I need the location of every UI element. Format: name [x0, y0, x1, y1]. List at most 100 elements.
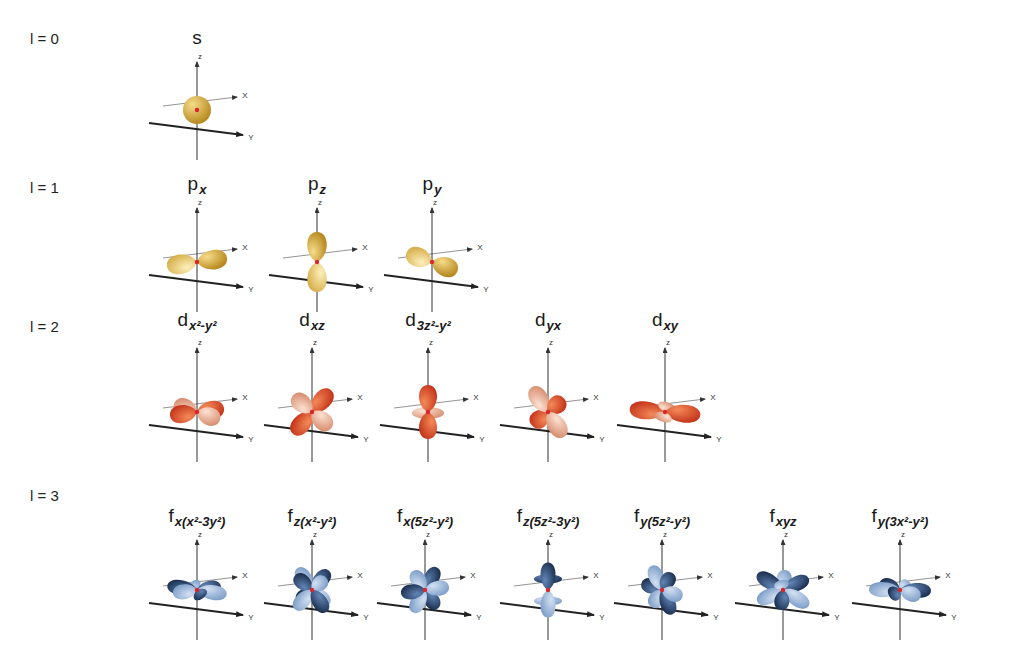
orbital-lobe	[194, 404, 223, 429]
axis-label: X	[593, 393, 598, 402]
y-axis	[149, 603, 243, 615]
orbital-subscript: x²-y²	[189, 318, 216, 333]
orbital-letter: f	[634, 505, 639, 527]
axis-label: z	[313, 338, 317, 347]
axis-label: X	[357, 393, 362, 402]
orbital-lobe	[287, 389, 318, 419]
orbital-title: s	[192, 27, 202, 49]
orbital-lobe	[773, 589, 790, 611]
axis-label: z	[901, 530, 905, 539]
nucleus-dot	[195, 588, 199, 592]
orbital-letter: s	[192, 27, 202, 49]
orbital-subscript: x(x²-3y²)	[175, 514, 226, 529]
axis-label: X	[242, 243, 247, 252]
quantum-number-label: l = 1	[30, 179, 59, 196]
orbital-title: dxz	[299, 309, 324, 331]
orbital-lobe	[653, 409, 673, 424]
y-axis	[264, 425, 358, 437]
orbital-letter: f	[872, 505, 877, 527]
y-axis	[264, 603, 358, 615]
orbital-lobe	[419, 385, 437, 412]
axis-label: X	[242, 571, 247, 580]
nucleus-dot	[430, 260, 434, 264]
axis-label: Y	[951, 613, 956, 622]
orbital-letter: d	[535, 309, 546, 331]
axis-label: X	[593, 571, 598, 580]
orbital-title: d3z²-y²	[405, 309, 451, 331]
axis-label: Y	[479, 435, 484, 444]
axis-label: z	[549, 338, 553, 347]
orbital-title: py	[423, 173, 442, 195]
orbital-subscript: z	[320, 182, 327, 197]
orbital-title: fy(5z²-y²)	[634, 505, 690, 527]
axis-label: z	[663, 530, 667, 539]
axis-label: X	[470, 571, 475, 580]
axis-label: Y	[713, 613, 718, 622]
axis-label: z	[198, 52, 202, 61]
axis-label: Y	[248, 613, 253, 622]
orbital-lobe	[307, 262, 327, 292]
orbital-lobe	[773, 578, 790, 592]
nucleus-dot	[898, 588, 902, 592]
y-axis	[852, 603, 946, 615]
nucleus-dot	[195, 260, 199, 264]
orbital-letter: f	[769, 505, 774, 527]
orbital-lobe	[424, 579, 450, 597]
axis-label: X	[710, 393, 715, 402]
orbital-title: dyx	[535, 309, 561, 331]
orbital-letter: f	[517, 505, 522, 527]
orbital-letter: d	[177, 309, 188, 331]
orbital-letter: d	[652, 309, 663, 331]
axis-label: z	[784, 530, 788, 539]
axis-label: Y	[599, 435, 604, 444]
axis-label: z	[549, 530, 553, 539]
axis-label: X	[473, 393, 478, 402]
orbital-subscript: xy	[664, 318, 678, 333]
axis-label: Y	[476, 613, 481, 622]
nucleus-dot	[195, 108, 199, 112]
orbital-lobe	[166, 252, 199, 276]
y-axis	[149, 123, 243, 135]
axis-label: Y	[368, 285, 373, 294]
axis-label: z	[198, 338, 202, 347]
nucleus-dot	[310, 588, 314, 592]
orbital-title: fxyz	[769, 505, 796, 527]
orbital-lobe	[898, 583, 923, 604]
orbital-lobe	[196, 248, 229, 272]
orbital-subscript: y	[434, 182, 441, 197]
orbital-lobe	[541, 562, 556, 590]
axis-label: z	[198, 198, 202, 207]
axis-label: Y	[599, 613, 604, 622]
orbital-title: dx²-y²	[177, 309, 216, 331]
nucleus-dot	[195, 410, 199, 414]
orbital-lobe	[419, 412, 437, 439]
nucleus-dot	[315, 260, 319, 264]
orbital-title: fz(5z²-3y²)	[517, 505, 580, 527]
axis-label: X	[357, 571, 362, 580]
nucleus-dot	[660, 588, 664, 592]
orbital-subscript: z(x²-y²)	[294, 514, 337, 529]
nucleus-dot	[426, 410, 430, 414]
orbital-letter: f	[397, 505, 402, 527]
quantum-number-label: l = 0	[30, 30, 59, 47]
axis-label: X	[242, 393, 247, 402]
orbital-title: pz	[308, 173, 326, 195]
orbital-title: dxy	[652, 309, 678, 331]
nucleus-dot	[781, 588, 785, 592]
orbital-letter: p	[188, 173, 199, 195]
orbital-lobe	[660, 583, 685, 604]
axis-label: X	[242, 91, 247, 100]
axis-label: z	[426, 530, 430, 539]
axis-label: X	[707, 571, 712, 580]
axis-label: z	[429, 338, 433, 347]
orbital-subscript: y(5z²-y²)	[640, 514, 690, 529]
orbital-subscript: xz	[311, 318, 325, 333]
orbital-letter: p	[308, 173, 319, 195]
orbital-letter: f	[169, 505, 174, 527]
orbital-lobe	[403, 244, 435, 271]
z-axis	[197, 348, 198, 462]
axis-label: z	[198, 530, 202, 539]
axis-label: Y	[248, 285, 253, 294]
orbital-subscript: 3z²-y²	[417, 318, 451, 333]
